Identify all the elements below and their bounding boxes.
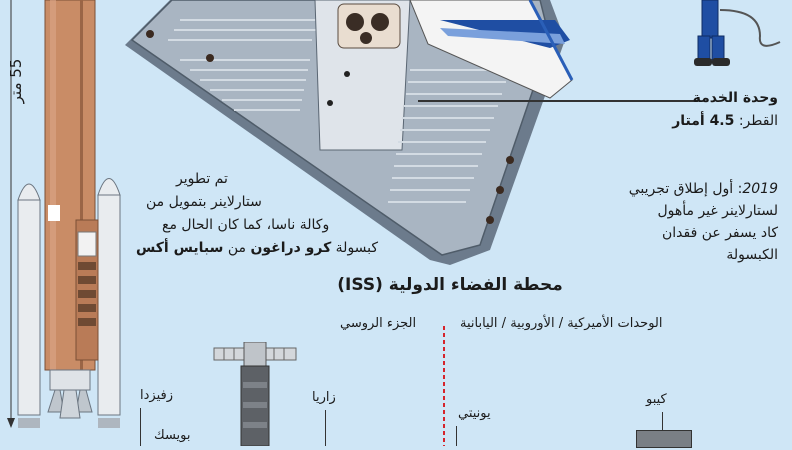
test-flight-line3: كاد يسفر عن فقدان bbox=[661, 225, 778, 241]
test-flight-line2: لستارلاينر غير مأهول bbox=[657, 203, 778, 219]
iss-kibo-line bbox=[662, 412, 663, 432]
starliner-note-line2: ستارلاينر بتمويل من bbox=[146, 194, 262, 210]
test-flight-year: 2019 bbox=[742, 181, 778, 197]
iss-poisk-label: بويسك bbox=[154, 428, 191, 443]
iss-unity-label: يونيتي bbox=[458, 406, 491, 421]
iss-russian-segment-label: الجزء الروسي bbox=[340, 316, 417, 331]
test-flight-line4: الكبسولة bbox=[726, 247, 778, 263]
iss-kibo-label: كيبو bbox=[646, 392, 667, 407]
starliner-note-prefix: كبسولة bbox=[335, 240, 379, 256]
service-module-diameter-value: 4.5 أمتار bbox=[672, 113, 735, 129]
iss-zvezda-line bbox=[140, 408, 141, 446]
iss-other-segments-label: الوحدات الأميركية / الأوروبية / الياباني… bbox=[460, 316, 663, 331]
starliner-note-line1: تم تطوير bbox=[176, 171, 228, 187]
rocket-illustration bbox=[0, 0, 130, 446]
test-flight-note: 2019: أول إطلاق تجريبي لستارلاينر غير مأ… bbox=[629, 178, 778, 266]
starliner-note-from: من bbox=[227, 240, 246, 256]
iss-title: محطة الفضاء الدولية (ISS) bbox=[337, 275, 563, 295]
iss-zarya-line bbox=[325, 410, 326, 446]
starliner-note-crew-dragon: كرو دراغون bbox=[250, 240, 332, 256]
rocket-height-label: 55 متر bbox=[7, 58, 25, 104]
iss-module-illustration bbox=[210, 341, 300, 447]
test-flight-line1-text: : أول إطلاق تجريبي bbox=[628, 181, 743, 197]
service-module-diameter: القطر: 4.5 أمتار bbox=[672, 113, 778, 129]
service-module-pointer bbox=[418, 100, 698, 102]
service-module-diameter-label: القطر: bbox=[738, 113, 778, 129]
starliner-note: تم تطوير ستارلاينر بتمويل من وكالة ناسا،… bbox=[136, 168, 386, 260]
rocket-right-booster bbox=[97, 178, 121, 428]
test-flight-line1: 2019: أول إطلاق تجريبي bbox=[629, 178, 778, 200]
astronaut-illustration bbox=[680, 0, 792, 70]
iss-zvezda-label: زفيزدا bbox=[140, 388, 173, 403]
iss-segment-divider bbox=[443, 326, 445, 446]
iss-kibo-module bbox=[636, 430, 692, 448]
rocket-height-marker bbox=[6, 0, 16, 430]
service-module-title: وحدة الخدمة bbox=[692, 90, 778, 106]
starliner-note-line3: وكالة ناسا، كما كان الحال مع bbox=[162, 217, 330, 233]
iss-zarya-label: زاريا bbox=[312, 390, 336, 405]
rocket-left-booster bbox=[17, 183, 41, 428]
starliner-note-spacex: سبايس أكس bbox=[136, 240, 224, 256]
starliner-note-line4: كبسولة كرو دراغون من سبايس أكس bbox=[136, 237, 386, 260]
starliner-capsule-illustration bbox=[110, 0, 580, 275]
iss-unity-line bbox=[456, 426, 457, 446]
